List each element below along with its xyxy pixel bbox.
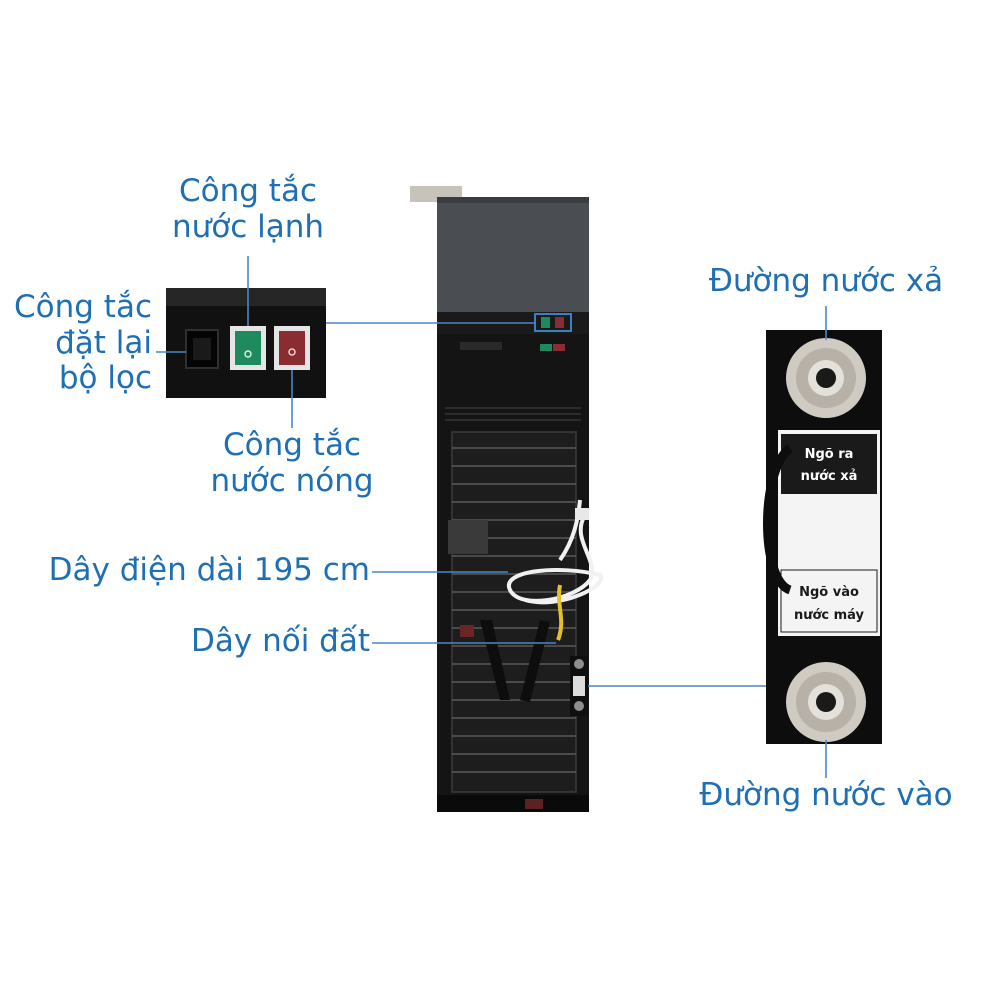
hot-switch-line1: Công tắc [223, 427, 361, 463]
drain-port-fitting [786, 338, 866, 418]
filter-reset-line2: đặt lại [55, 324, 152, 361]
label-drain-line: Đường nước xả [686, 263, 966, 300]
port-label-card: Ngõ ra nước xả Ngõ vào nước máy [763, 430, 880, 636]
label-hot-water-switch: Công tắc nước nóng [198, 427, 386, 499]
tap-inlet-tag-line1: Ngõ vào [799, 585, 859, 600]
tap-inlet-tag-line2: nước máy [794, 608, 865, 623]
cold-switch-line2: nước lạnh [171, 208, 325, 245]
switch-panel-inset [166, 288, 326, 398]
hot-water-switch [274, 326, 310, 370]
top-panel [437, 197, 589, 315]
label-power-cord: Dây điện dài 195 cm [20, 552, 370, 589]
upper-vent [445, 407, 581, 421]
water-port-inset: Ngõ ra nước xả Ngõ vào nước máy [763, 330, 882, 744]
label-cold-water-switch: Công tắc nước lạnh [158, 173, 338, 245]
label-ground-wire: Dây nối đất [120, 623, 370, 660]
power-cord [506, 499, 604, 605]
power-cord-text: Dây điện dài 195 cm [48, 552, 370, 588]
filter-reset-switch [185, 329, 219, 369]
inlet-line-text: Đường nước vào [699, 777, 953, 813]
inlet-port-fitting [786, 662, 866, 742]
cold-water-switch [230, 326, 266, 370]
drain-outlet-tag-line2: nước xả [801, 469, 858, 484]
ground-wire [556, 584, 564, 641]
drain-outlet-tag-line1: Ngõ ra [805, 447, 854, 462]
drain-line-text: Đường nước xả [708, 263, 944, 299]
rear-water-ports [570, 656, 588, 716]
ground-wire-text: Dây nối đất [191, 623, 370, 659]
condenser-coil [451, 431, 577, 793]
dispenser-unit [410, 186, 604, 812]
hot-switch-line2: nước nóng [210, 462, 374, 499]
leader-lines [156, 256, 827, 778]
cold-switch-line1: Công tắc [179, 173, 317, 209]
filter-reset-line3: bộ lọc [58, 360, 152, 397]
filter-reset-line1: Công tắc [14, 289, 152, 325]
label-inlet-line: Đường nước vào [676, 777, 976, 814]
label-filter-reset-switch: Công tắc đặt lại bộ lọc [4, 289, 152, 397]
